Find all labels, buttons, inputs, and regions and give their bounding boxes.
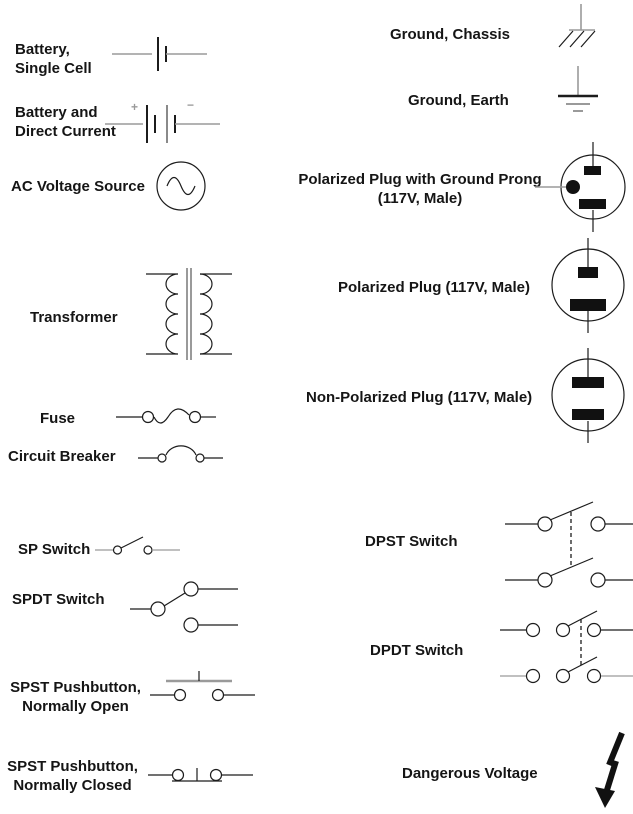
non-polarized-plug-label: Non-Polarized Plug (117V, Male) bbox=[306, 389, 533, 406]
ground-chassis-symbol bbox=[548, 4, 608, 56]
polarized-plug-ground-prong-symbol bbox=[535, 142, 633, 232]
dpdt-switch-label: DPDT Switch bbox=[370, 642, 464, 659]
circuit-breaker-symbol bbox=[138, 438, 223, 468]
ground-chassis-label: Ground, Chassis bbox=[390, 26, 511, 43]
sp-switch-label: SP Switch bbox=[18, 541, 91, 558]
ground-earth-symbol bbox=[553, 66, 603, 124]
dangerous-voltage-symbol bbox=[592, 730, 632, 810]
ac-voltage-source-symbol bbox=[155, 160, 207, 212]
spdt-switch-symbol bbox=[130, 580, 240, 634]
polarized-plug-ground-prong-label: Polarized Plug with Ground Prong (117V, … bbox=[298, 171, 542, 207]
spst-pushbutton-normally-closed-symbol bbox=[148, 762, 253, 788]
battery-direct-current-symbol: + − bbox=[105, 95, 220, 147]
fuse-symbol bbox=[116, 402, 216, 432]
dpst-switch-label: DPST Switch bbox=[365, 533, 458, 550]
spst-pushbutton-normally-open-label: SPST Pushbutton, Normally Open bbox=[10, 679, 141, 715]
battery-single-cell-symbol bbox=[112, 36, 207, 72]
minus-mark: − bbox=[187, 98, 194, 112]
spdt-switch-label: SPDT Switch bbox=[12, 591, 105, 608]
circuit-breaker-label: Circuit Breaker bbox=[8, 448, 116, 465]
ac-voltage-source-label: AC Voltage Source bbox=[11, 178, 145, 195]
fuse-label: Fuse bbox=[40, 410, 76, 427]
polarized-plug-label: Polarized Plug (117V, Male) bbox=[338, 279, 531, 296]
polarized-plug-symbol bbox=[548, 238, 628, 333]
ground-earth-label: Ground, Earth bbox=[408, 92, 509, 109]
spst-pushbutton-normally-closed-label: SPST Pushbutton, Normally Closed bbox=[7, 758, 138, 794]
dangerous-voltage-label: Dangerous Voltage bbox=[402, 765, 538, 782]
transformer-label: Transformer bbox=[30, 309, 118, 326]
spst-pushbutton-normally-open-symbol bbox=[150, 670, 255, 706]
dpdt-switch-symbol bbox=[500, 608, 633, 698]
plus-mark: + bbox=[131, 100, 138, 114]
battery-single-cell-label: Battery, Single Cell bbox=[15, 41, 92, 77]
battery-direct-current-label: Battery and Direct Current bbox=[15, 104, 116, 140]
dpst-switch-symbol bbox=[505, 494, 633, 588]
non-polarized-plug-symbol bbox=[548, 348, 628, 443]
sp-switch-symbol bbox=[95, 532, 183, 558]
transformer-symbol bbox=[138, 262, 232, 366]
